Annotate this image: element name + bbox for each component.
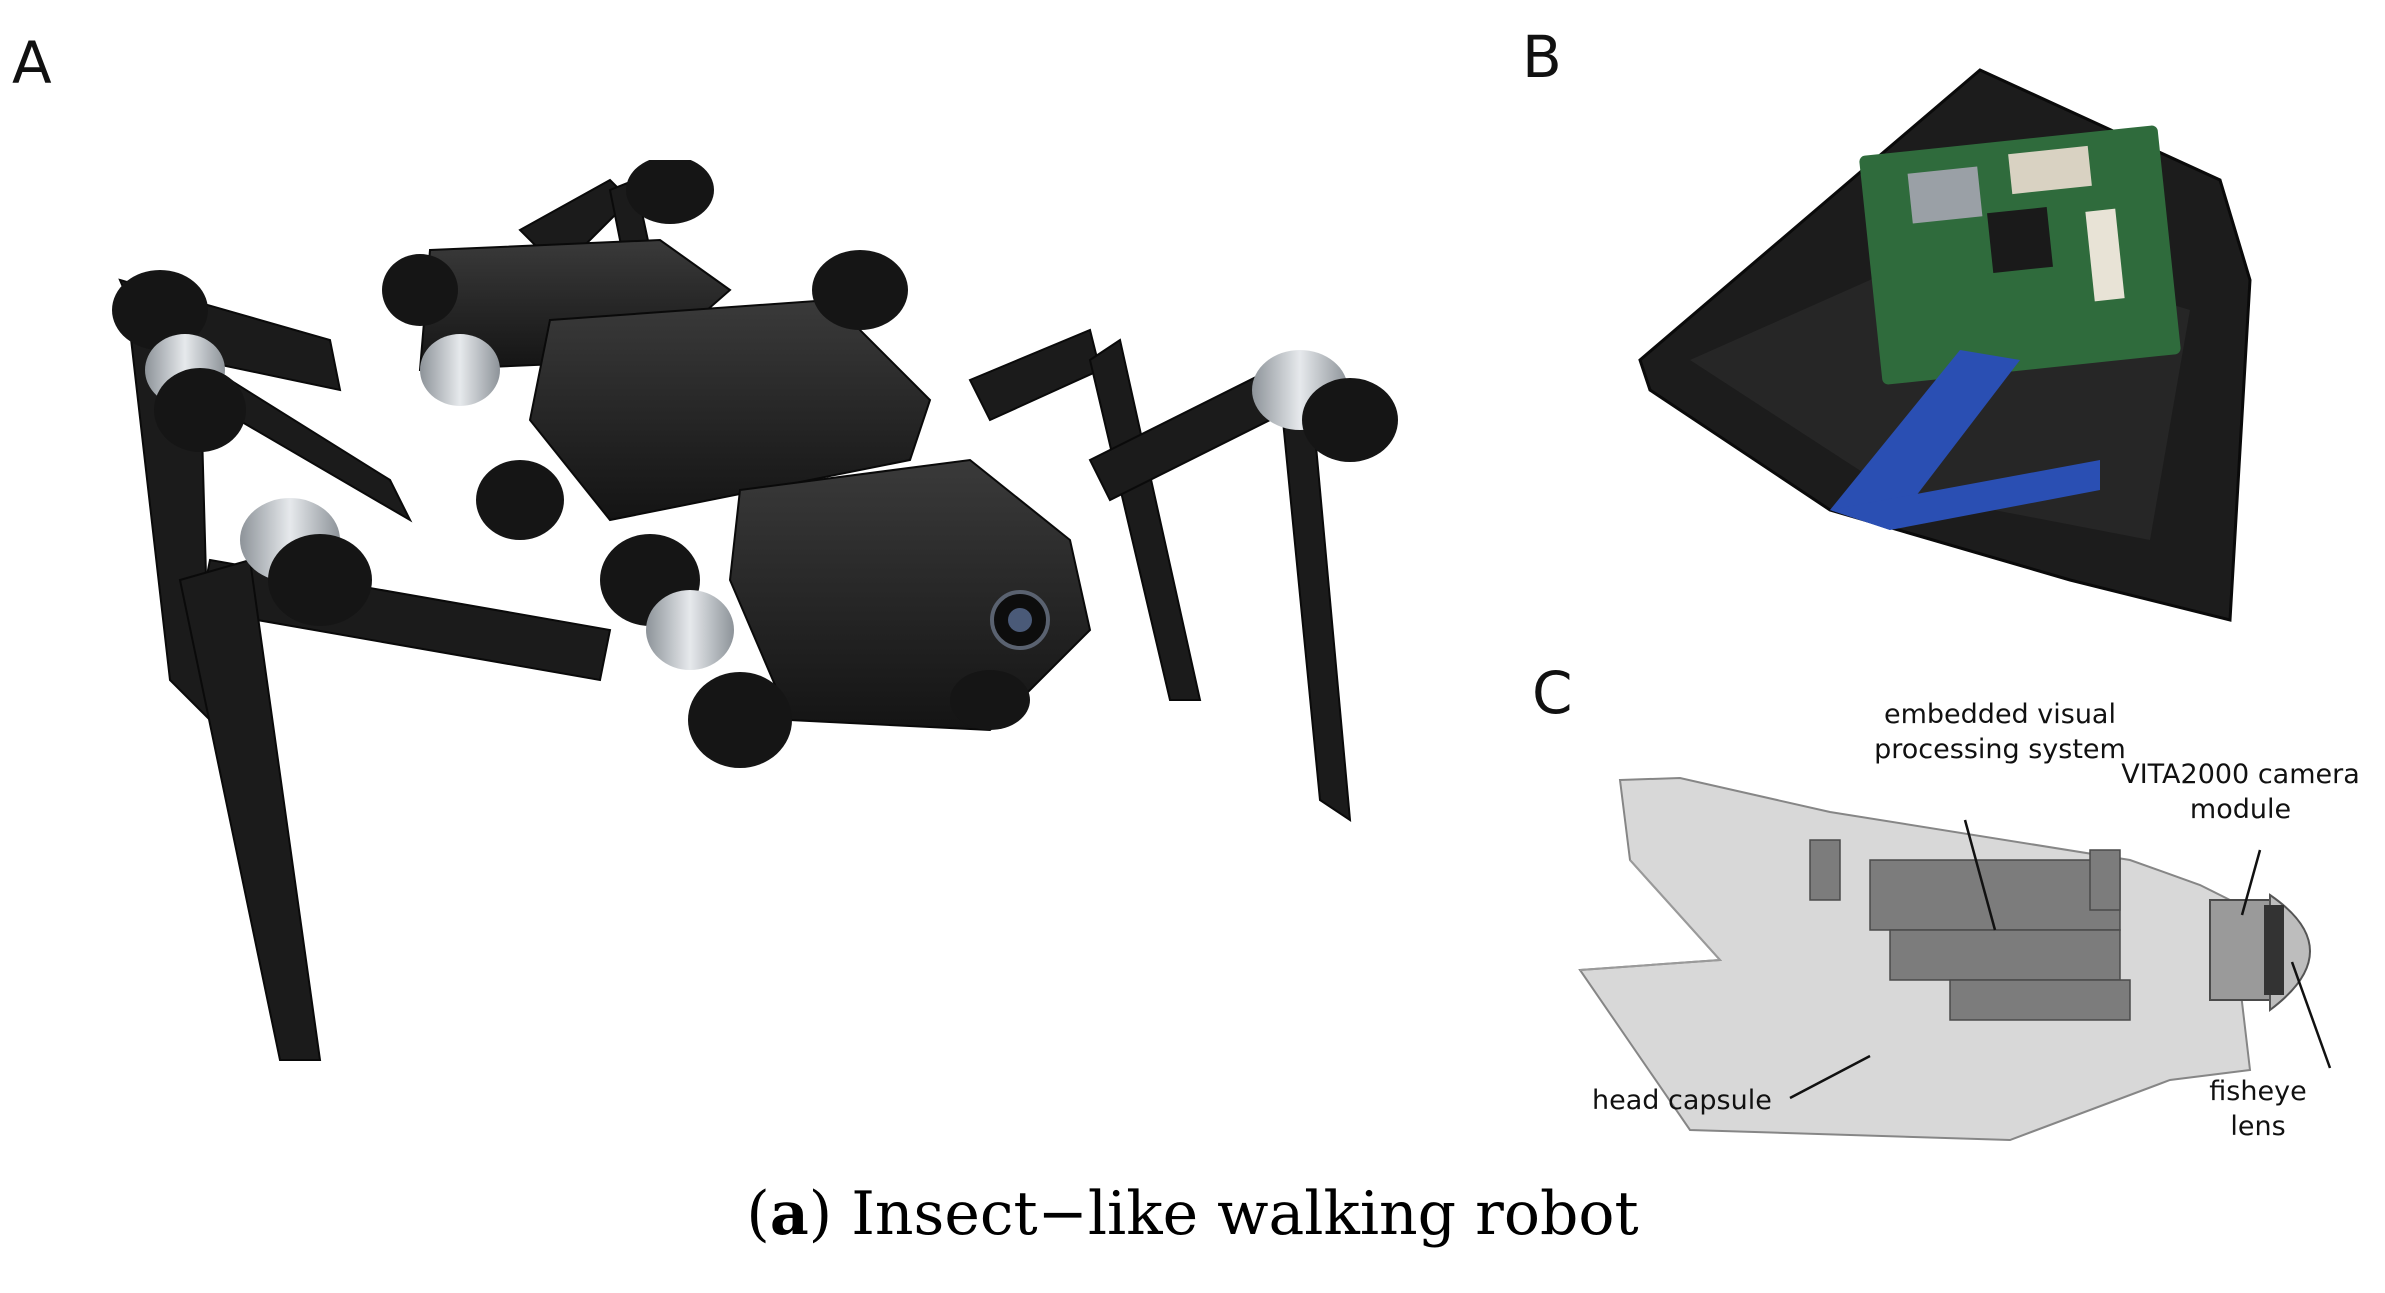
callout-embedded-visual-processing-system: embedded visual processing system bbox=[1874, 699, 2126, 765]
head-electronics-photo bbox=[1630, 60, 2260, 630]
leader-line-capsule bbox=[1789, 1054, 1871, 1100]
callout-head-capsule: head capsule bbox=[1592, 1085, 1772, 1116]
leader-line-evps bbox=[1963, 819, 1997, 931]
figure-caption: (a) Insect−like walking robot bbox=[0, 1178, 2385, 1250]
robot-illustration bbox=[112, 160, 1398, 1061]
leader-line-fisheye bbox=[2290, 961, 2332, 1069]
panel-letter-b: B bbox=[1522, 23, 1562, 91]
caption-subfigure-letter: a bbox=[769, 1179, 809, 1249]
leader-line-vita bbox=[2240, 849, 2262, 916]
head-capsule-cad bbox=[1570, 700, 2385, 1150]
head-electronics-illustration bbox=[1638, 68, 2252, 622]
caption-open-paren: ( bbox=[746, 1179, 770, 1249]
robot-photo bbox=[90, 160, 1480, 1120]
head-capsule-cad-illustration bbox=[1578, 776, 2332, 1142]
caption-close-paren: ) bbox=[808, 1179, 833, 1249]
panel-letter-c: C bbox=[1532, 659, 1573, 727]
callout-fisheye-lens: fisheye lens bbox=[2209, 1076, 2307, 1142]
callout-vita2000-camera-module: VITA2000 camera module bbox=[2121, 759, 2360, 825]
panel-letter-a: A bbox=[12, 29, 52, 97]
caption-text: Insect−like walking robot bbox=[832, 1179, 1639, 1249]
